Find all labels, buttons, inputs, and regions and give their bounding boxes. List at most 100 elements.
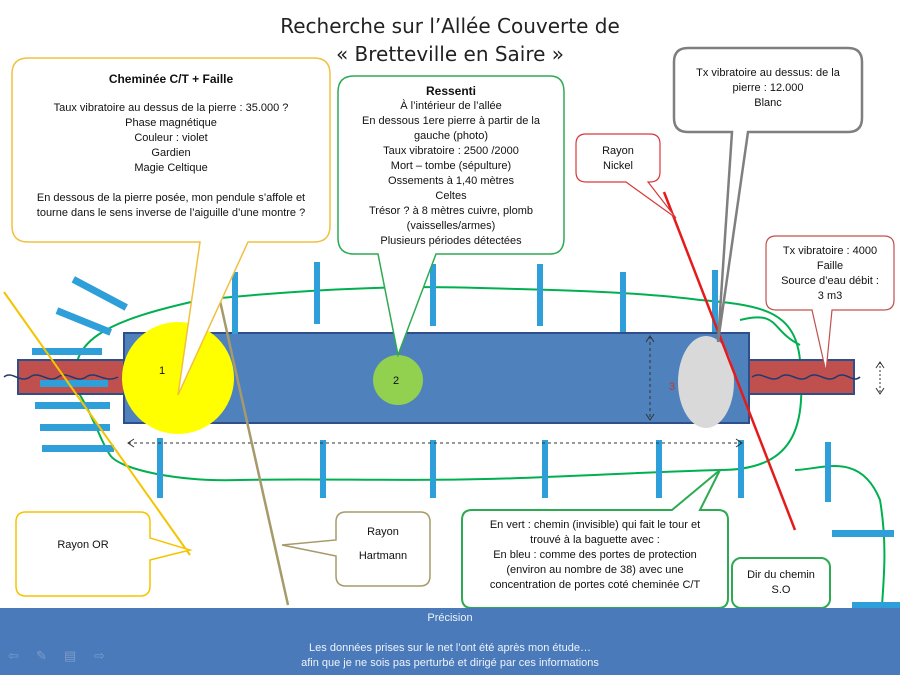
green-path-tail xyxy=(739,316,801,346)
callout-ressenti-shape xyxy=(337,75,565,358)
callout-dir-chemin: Dir du chemin S.O xyxy=(734,568,828,598)
cheminee-line: Taux vibratoire au dessus de la pierre :… xyxy=(53,102,289,114)
ressenti-line: Mort – tombe (sépulture) xyxy=(390,160,512,172)
ressenti-line: Celtes xyxy=(435,190,467,202)
point-1-cheminee xyxy=(122,322,234,434)
door xyxy=(40,424,110,431)
length-dimension-heads xyxy=(127,438,743,448)
door xyxy=(320,440,326,498)
legend-line: En bleu : comme des portes de protection xyxy=(493,549,697,561)
door xyxy=(232,272,238,334)
ressenti-line: Taux vibratoire : 2500 /2000 xyxy=(383,145,519,157)
callout-cheminee-shape xyxy=(11,57,331,396)
door xyxy=(825,442,831,502)
callout-rayon-hartmann: Rayon Hartmann xyxy=(338,520,428,568)
page-title-line2: « Bretteville en Saire » xyxy=(335,42,565,66)
point-2-ressenti xyxy=(373,355,423,405)
nickel-line: Rayon xyxy=(602,145,634,157)
cheminee-line: En dessous de la pierre posée, mon pendu… xyxy=(36,192,306,204)
callout-legend: En vert : chemin (invisible) qui fait le… xyxy=(466,518,724,593)
rayon-or-line xyxy=(3,291,191,556)
doors-cluster-left xyxy=(32,276,128,452)
door xyxy=(40,380,108,387)
cheminee-line: Couleur : violet xyxy=(134,132,208,144)
cheminee-line: tourne dans le sens inverse de l’aiguill… xyxy=(36,207,306,219)
cheminee-line: Magie Celtique xyxy=(134,162,208,174)
door xyxy=(832,530,894,537)
footer-panel: Précision Les données prises sur le net … xyxy=(0,608,900,675)
door xyxy=(32,348,102,355)
tx-dessus-line: pierre : 12.000 xyxy=(732,82,804,94)
doors-top xyxy=(232,262,718,334)
door xyxy=(42,445,114,452)
callout-or-shape xyxy=(15,511,193,597)
doors-bottom xyxy=(157,438,831,502)
faille-wave-right xyxy=(751,374,861,380)
slides-icon[interactable]: ▤ xyxy=(64,648,77,663)
door xyxy=(71,276,128,311)
door xyxy=(852,602,900,608)
ressenti-heading: Ressenti xyxy=(425,84,477,98)
forward-arrow-icon[interactable]: ⇨ xyxy=(94,648,105,663)
door xyxy=(656,440,662,498)
ressenti-line: (vaisselles/armes) xyxy=(406,220,496,232)
door xyxy=(430,264,436,326)
faille-line: Faille xyxy=(816,260,844,272)
callout-legend-shape xyxy=(461,469,729,609)
callout-faille-shape xyxy=(765,235,895,373)
callout-nickel-shape xyxy=(575,133,677,219)
callout-cheminee: Cheminée C/T + Faille Taux vibratoire au… xyxy=(18,72,324,221)
door xyxy=(537,264,543,326)
door xyxy=(430,440,436,498)
point-3-label: 3 xyxy=(668,381,676,393)
ressenti-line: Ossements à 1,40 mètres xyxy=(388,175,514,187)
callout-ressenti: Ressenti À l’intérieur de l’allée En des… xyxy=(340,84,562,249)
door xyxy=(157,438,163,498)
green-path xyxy=(74,286,803,482)
callout-tx-dessus: Tx vibratoire au dessus: de la pierre : … xyxy=(678,66,858,111)
page-title-line1: Recherche sur l’Allée Couverte de xyxy=(280,14,620,38)
cheminee-heading: Cheminée C/T + Faille xyxy=(108,72,234,86)
callout-rayon-or: Rayon OR xyxy=(20,538,146,553)
door xyxy=(542,440,548,498)
door xyxy=(620,272,626,332)
ressenti-line: gauche (photo) xyxy=(414,130,488,142)
legend-line: (environ au nombre de 38) avec une xyxy=(506,564,684,576)
back-arrow-icon[interactable]: ⇦ xyxy=(8,648,19,663)
ressenti-line: En dessous 1ere pierre à partir de la xyxy=(362,115,540,127)
nickel-line: Nickel xyxy=(603,160,633,172)
ressenti-line: Trésor ? à 8 mètres cuivre, plomb xyxy=(368,205,534,217)
callout-hartmann-shape xyxy=(281,511,431,587)
cheminee-line xyxy=(18,176,324,191)
ressenti-line: À l’intérieur de l’allée xyxy=(400,100,502,112)
faille-wave-left xyxy=(3,374,119,380)
tx-dessus-line: Blanc xyxy=(754,97,782,109)
faille-arrow-head xyxy=(875,361,885,395)
point-3-stone xyxy=(678,336,734,428)
footer-line1: Les données prises sur le net l’ont été … xyxy=(309,642,591,654)
door xyxy=(712,270,718,332)
door xyxy=(738,440,744,498)
rayon-or-label: Rayon OR xyxy=(57,539,109,551)
ressenti-line: Plusieurs périodes détectées xyxy=(380,235,522,247)
legend-line: En vert : chemin (invisible) qui fait le… xyxy=(489,519,701,531)
rayon-nickel-line xyxy=(662,191,797,531)
door xyxy=(314,262,320,324)
width-dimension-heads xyxy=(645,335,655,421)
callout-tx-faille: Tx vibratoire : 4000 Faille Source d’eau… xyxy=(768,244,892,304)
faille-line: 3 m3 xyxy=(817,290,843,302)
callout-rayon-nickel: Rayon Nickel xyxy=(578,144,658,174)
faille-line: Tx vibratoire : 4000 xyxy=(782,245,878,257)
faille-band-right xyxy=(745,359,855,395)
footer-line2: afin que je ne sois pas perturbé et diri… xyxy=(301,657,599,669)
cheminee-line: Phase magnétique xyxy=(125,117,217,129)
door xyxy=(55,307,113,336)
hartmann-line: Rayon xyxy=(367,526,399,538)
tx-dessus-line: Tx vibratoire au dessus: de la xyxy=(696,67,840,79)
faille-line: Source d’eau débit : xyxy=(781,275,879,287)
footer-heading: Précision xyxy=(427,612,473,624)
pen-icon[interactable]: ✎ xyxy=(36,648,47,663)
callout-tx-dessus-shape xyxy=(672,46,864,343)
legend-line: concentration de portes coté cheminée C/… xyxy=(489,579,701,591)
